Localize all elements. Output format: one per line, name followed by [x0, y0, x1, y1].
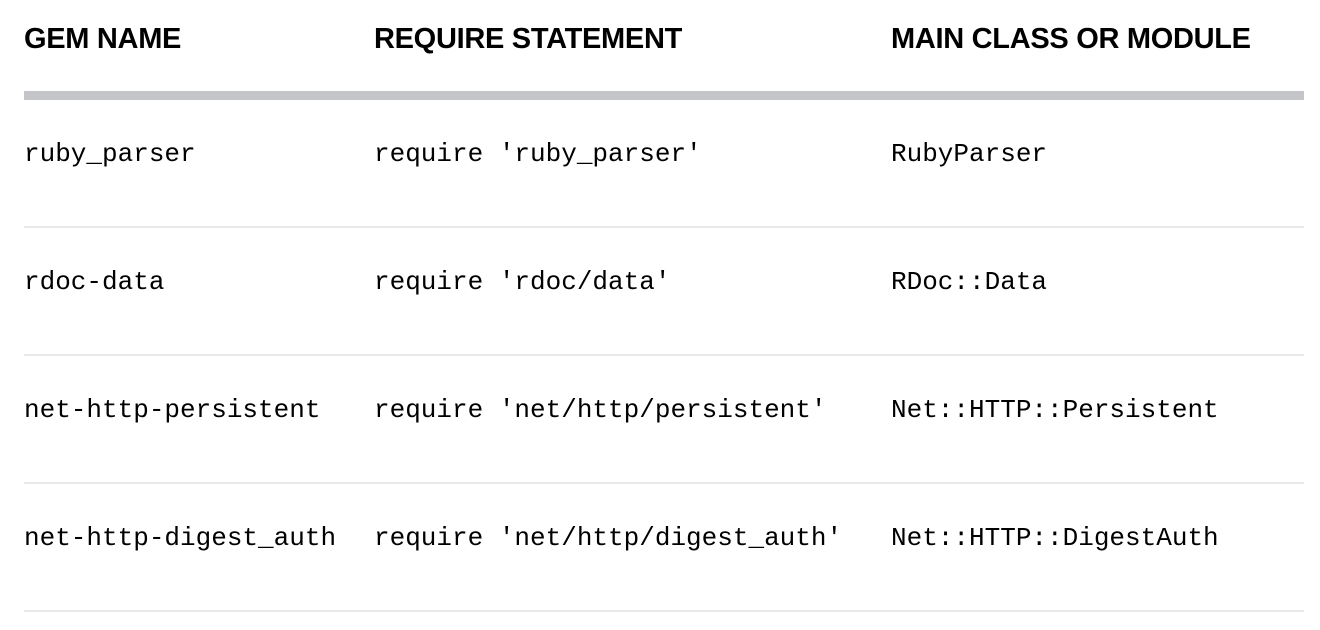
cell-gem-name: ruby_parser [24, 139, 196, 169]
cell-gem-name: net-http-digest_auth [24, 523, 337, 553]
column-header-main-class-or-module: MAIN CLASS OR MODULE [891, 23, 1251, 55]
gem-require-table: GEM NAME REQUIRE STATEMENT MAIN CLASS OR… [24, 0, 1304, 612]
cell-require-statement: require 'net/http/persistent' [374, 395, 827, 425]
cell-require-statement: require 'net/http/digest_auth' [374, 523, 843, 553]
table-row: rdoc-data require 'rdoc/data' RDoc::Data [24, 228, 1304, 356]
cell-require-statement: require 'rdoc/data' [374, 267, 671, 297]
cell-main-class-or-module: Net::HTTP::Persistent [891, 395, 1219, 425]
header-rule [24, 91, 1304, 100]
cell-main-class-or-module: Net::HTTP::DigestAuth [891, 523, 1219, 553]
column-header-require-statement: REQUIRE STATEMENT [374, 23, 682, 55]
table-row: ruby_parser require 'ruby_parser' RubyPa… [24, 100, 1304, 228]
cell-gem-name: rdoc-data [24, 267, 165, 297]
cell-gem-name: net-http-persistent [24, 395, 321, 425]
table-row: net-http-digest_auth require 'net/http/d… [24, 484, 1304, 612]
cell-main-class-or-module: RubyParser [891, 139, 1048, 169]
column-header-gem-name: GEM NAME [24, 23, 182, 55]
cell-require-statement: require 'ruby_parser' [374, 139, 702, 169]
table-header-row: GEM NAME REQUIRE STATEMENT MAIN CLASS OR… [24, 0, 1304, 91]
cell-main-class-or-module: RDoc::Data [891, 267, 1048, 297]
table-row: net-http-persistent require 'net/http/pe… [24, 356, 1304, 484]
